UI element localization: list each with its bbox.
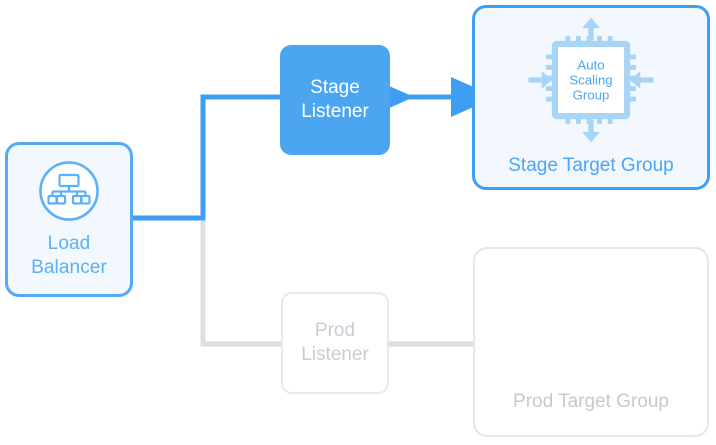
prod-listener-label-line2: Listener <box>301 344 369 365</box>
load-balancer-label-line1: Load <box>47 232 91 254</box>
stage-listener-label: Stage Listener <box>301 76 369 124</box>
node-prod-listener[interactable]: Prod Listener <box>281 292 389 394</box>
stage-listener-label-line1: Stage <box>310 77 360 98</box>
prod-target-group-label: Prod Target Group <box>513 391 669 412</box>
auto-scaling-group-chip-icon: Auto Scaling Group <box>506 14 676 151</box>
load-balancer-label-line2: Balancer <box>31 256 107 278</box>
node-load-balancer[interactable]: Load Balancer <box>5 142 133 297</box>
node-stage-target-group[interactable]: Auto Scaling Group Stage Target Group <box>472 5 710 190</box>
prod-listener-label: Prod Listener <box>301 319 369 367</box>
load-balancer-hierarchy-icon <box>38 160 100 222</box>
prod-listener-label-line1: Prod <box>314 320 356 341</box>
scale-arrow-up-icon <box>582 17 600 41</box>
asg-label-line2: Scaling <box>569 72 612 87</box>
stage-target-group-label: Stage Target Group <box>508 155 674 176</box>
node-stage-listener[interactable]: Stage Listener <box>280 45 390 155</box>
load-balancer-label: Load Balancer <box>31 232 107 280</box>
asg-label-line1: Auto <box>577 57 604 72</box>
node-prod-target-group[interactable]: Prod Target Group <box>473 247 709 437</box>
asg-label-line3: Group <box>573 87 610 102</box>
stage-listener-label-line2: Listener <box>301 101 369 122</box>
scale-arrow-down-icon <box>582 119 600 143</box>
wire-lb-to-prod-listener <box>133 215 281 347</box>
